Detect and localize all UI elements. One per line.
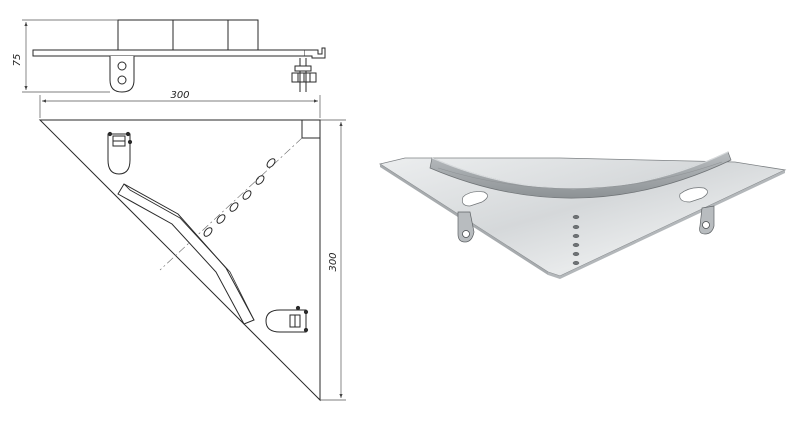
isometric-view: [378, 151, 787, 279]
front-bolt: [291, 58, 317, 92]
center-guide: [159, 137, 303, 271]
top-view: [38, 95, 346, 402]
top-plate-outline: [38, 119, 321, 402]
iso-tab-right: [699, 205, 715, 235]
front-bracket: [109, 56, 135, 93]
front-view: [22, 19, 326, 93]
top-bracket-lower: [265, 305, 309, 333]
front-plate: [32, 49, 306, 57]
dim-side-height-label: 300: [328, 252, 339, 271]
hole-row: [203, 158, 276, 237]
top-bracket-upper: [107, 131, 133, 175]
dim-side-height: [320, 119, 346, 401]
iso-tab-left: [457, 211, 475, 243]
iso-slot-left: [461, 191, 488, 207]
dim-top-width-label: 300: [170, 90, 189, 101]
iso-hole-row: [572, 214, 580, 266]
dim-height-label: 75: [12, 54, 23, 67]
iso-plate: [378, 157, 787, 277]
dim-height: [22, 19, 118, 93]
front-hook: [305, 47, 326, 59]
dim-top-width: [39, 95, 321, 118]
front-block: [117, 19, 259, 51]
iso-slot-right: [679, 187, 708, 203]
